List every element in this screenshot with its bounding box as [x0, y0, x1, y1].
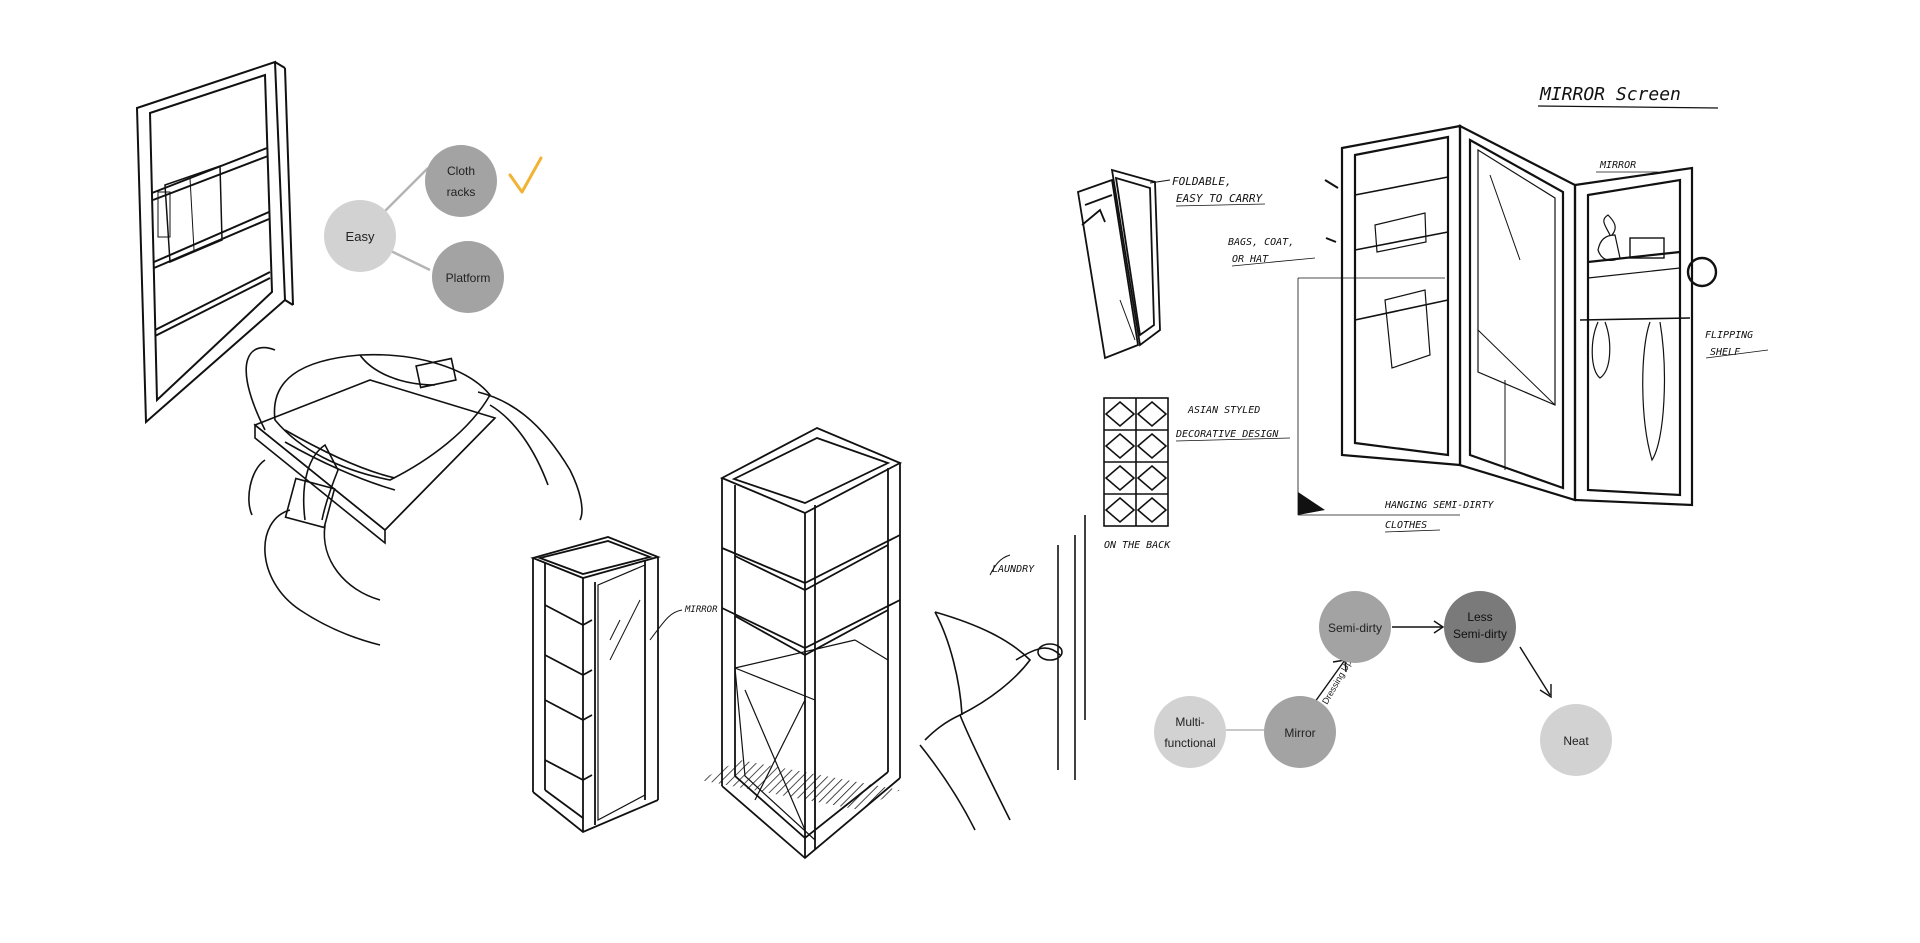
node-mirror: Mirror — [1264, 696, 1336, 768]
node-neat-label: Neat — [1563, 734, 1589, 748]
mirror-screen-sketch — [1297, 124, 1718, 516]
edge-dressing-up: Dressing Up — [1320, 658, 1353, 706]
node-platform-label: Platform — [446, 271, 491, 285]
node-semi-dirty: Semi-dirty — [1319, 591, 1391, 663]
folded-clothes-sketch — [245, 346, 583, 646]
node-cloth-racks: Cloth racks — [425, 145, 497, 217]
node-easy: Easy — [324, 200, 396, 272]
node-cloth-racks-label-1: Cloth — [447, 164, 475, 178]
node-less-semi-label-1: Less — [1467, 610, 1492, 624]
wall-rack-sketch — [135, 60, 294, 425]
on-the-back-label: ON THE BACK — [1104, 540, 1171, 551]
node-less-semi-dirty: Less Semi-dirty — [1444, 591, 1516, 663]
decorative-panel-sketch — [1103, 397, 1169, 527]
node-multi-label-1: Multi- — [1175, 715, 1204, 729]
bags-label-1: BAGS, COAT, — [1228, 237, 1294, 248]
node-easy-label: Easy — [346, 229, 375, 244]
asian-label-1: ASIAN STYLED — [1187, 405, 1260, 416]
asian-label-2: DECORATIVE DESIGN — [1175, 429, 1279, 440]
node-multi-functional: Multi- functional — [1154, 696, 1226, 768]
ideation-diagram: Easy Cloth racks Platform — [324, 145, 543, 313]
flow-diagram: Dressing Up Multi- functional Mirror Sem… — [1154, 591, 1612, 776]
node-mirror-label: Mirror — [1284, 726, 1315, 740]
laundry-label: LAUNDRY — [992, 564, 1035, 575]
flipping-label-2: SHELF — [1710, 347, 1741, 358]
foldable-panel-sketch — [1076, 168, 1161, 360]
checkmark-icon — [508, 156, 543, 194]
bags-label-2: OR HAT — [1232, 254, 1269, 265]
laundry-tower-sketch — [700, 427, 903, 860]
node-less-semi-label-2: Semi-dirty — [1453, 627, 1507, 641]
hanging-label-1: HANGING SEMI-DIRTY — [1384, 500, 1494, 511]
node-multi-label-2: functional — [1164, 736, 1215, 750]
node-platform: Platform — [432, 241, 504, 313]
hanging-label-2: CLOTHES — [1385, 520, 1427, 531]
flipping-label-1: FLIPPING — [1705, 330, 1753, 341]
node-neat: Neat — [1540, 704, 1612, 776]
laundry-hook-sketch — [919, 515, 1086, 831]
node-cloth-racks-label-2: racks — [447, 185, 476, 199]
foldable-label-2: EASY TO CARRY — [1176, 192, 1263, 205]
node-semi-dirty-label: Semi-dirty — [1328, 621, 1382, 635]
mirror-label: MIRROR — [1599, 160, 1636, 171]
foldable-label-1: FOLDABLE, — [1172, 175, 1232, 188]
mirror-small-label: MIRROR — [684, 605, 718, 615]
mirror-tower-sketch — [530, 536, 683, 834]
mirror-screen-title: MIRROR Screen — [1539, 84, 1681, 105]
annotations: MIRROR Screen FOLDABLE, EASY TO CARRY BA… — [684, 84, 1769, 615]
